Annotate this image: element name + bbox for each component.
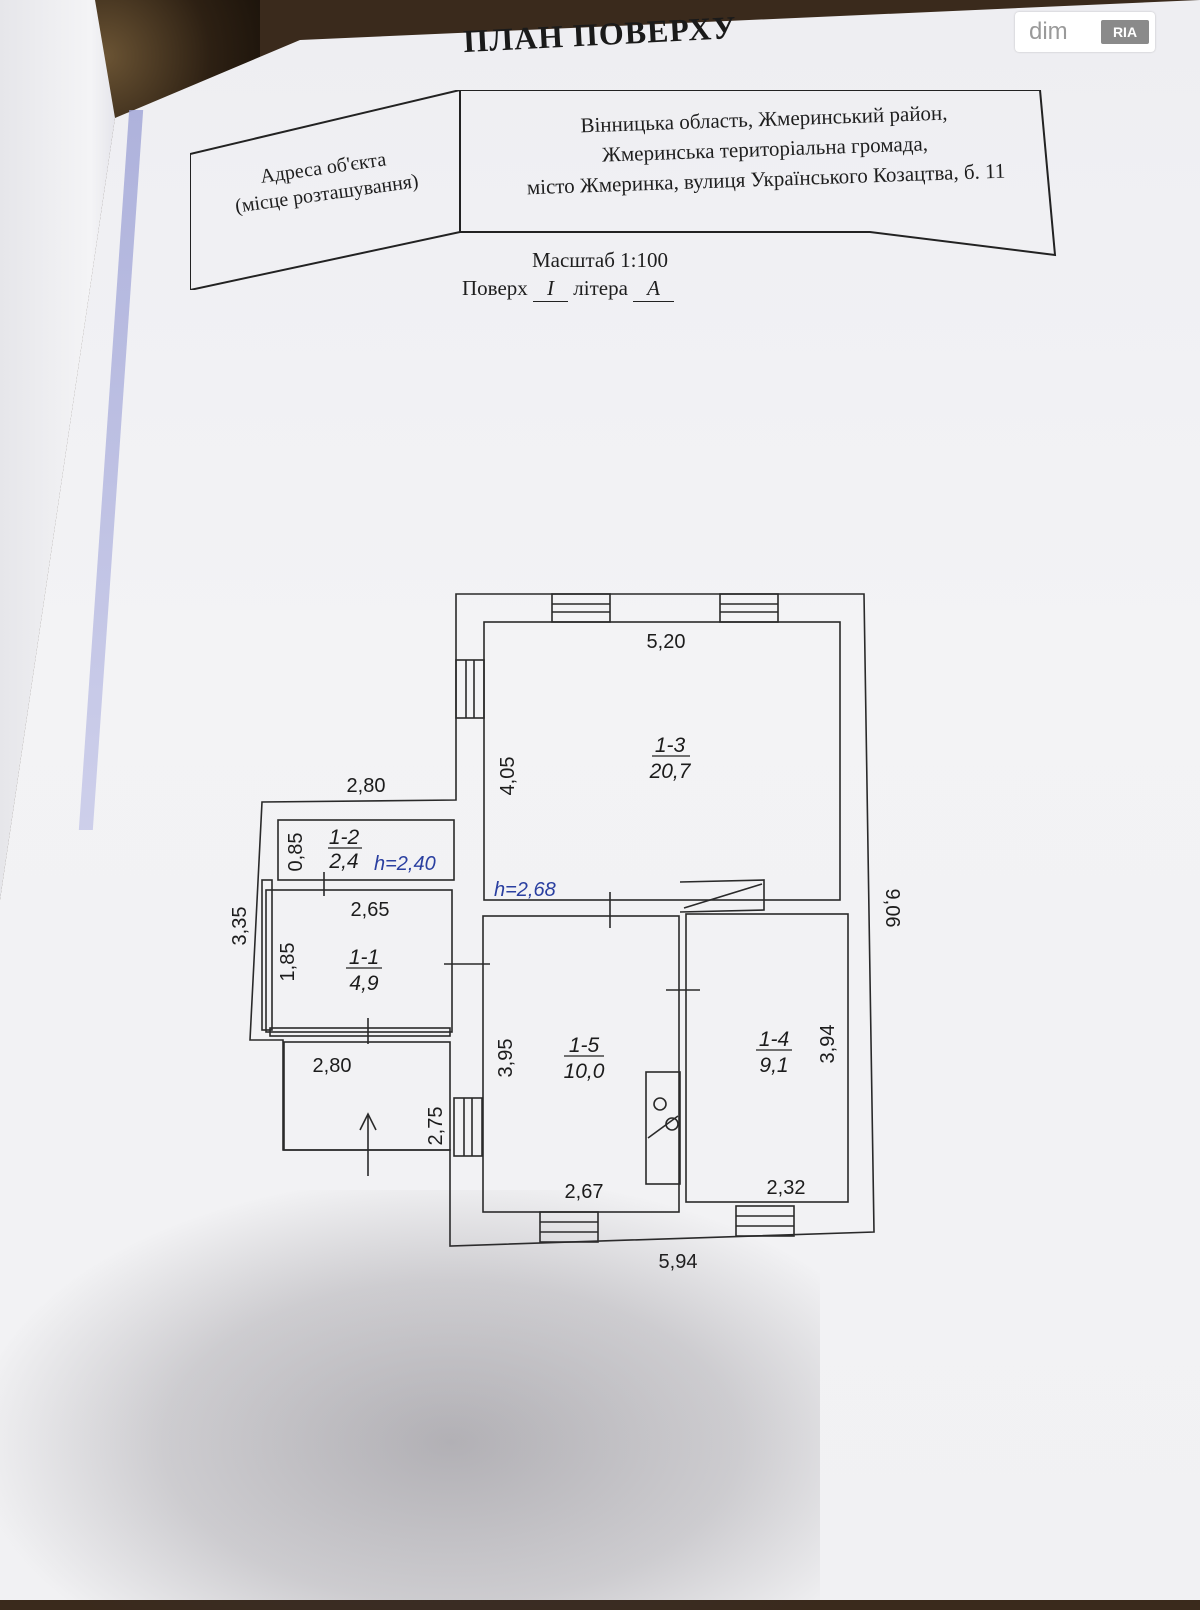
dim-2-80-top: 2,80 (347, 775, 386, 797)
entry-arrow (359, 1112, 377, 1176)
room-1-5-id: 1-5 (569, 1034, 600, 1057)
room-1-2-outline (277, 819, 455, 881)
room-1-5-area: 10,0 (564, 1060, 605, 1083)
room-1-2-id: 1-2 (329, 826, 360, 849)
dim-2-67: 2,67 (565, 1181, 604, 1203)
stove-outline (645, 1071, 681, 1185)
dim-3-94: 3,94 (817, 1025, 839, 1064)
litera-value: А (633, 276, 674, 302)
dim-5-20: 5,20 (647, 631, 686, 653)
dim-2-75: 2,75 (425, 1107, 447, 1146)
dim-2-65: 2,65 (351, 899, 390, 921)
room-1-4-outline (685, 913, 849, 1203)
door-marks (323, 872, 700, 1044)
litera-label: літера (573, 276, 628, 300)
dim-1-85: 1,85 (277, 943, 299, 982)
room-1-1-id: 1-1 (349, 946, 379, 969)
room-1-4-area: 9,1 (759, 1054, 788, 1077)
scale-label: Масштаб 1:100 (531, 248, 668, 272)
watermark-dim-text: dim (1029, 18, 1068, 45)
outer-wall (249, 593, 875, 1247)
dim-2-32: 2,32 (767, 1177, 806, 1199)
window-marks (261, 593, 795, 1243)
stair-outline (679, 879, 765, 913)
watermark-ria-logo: RIA (1101, 20, 1149, 44)
porch-outline (283, 1041, 451, 1151)
address-table-frame (190, 90, 1057, 290)
floor-label: Поверх (462, 276, 528, 300)
floor-litera-line: Поверх I літера А (462, 276, 762, 302)
height-1-3: h=2,68 (494, 879, 556, 901)
height-1-2: h=2,40 (374, 853, 436, 875)
room-1-3-outline (483, 621, 841, 901)
room-1-3-id: 1-3 (655, 734, 686, 757)
dim-4-05: 4,05 (497, 757, 519, 796)
room-1-1-area: 4,9 (349, 972, 379, 995)
room-1-2-area: 2,4 (328, 850, 358, 873)
dim-9-06: 9,06 (881, 889, 903, 928)
floor-value: I (533, 276, 569, 302)
room-1-1-outline (265, 889, 453, 1033)
dimria-watermark: dim RIA (1015, 12, 1155, 52)
room-1-3-area: 20,7 (649, 760, 692, 783)
dim-3-95: 3,95 (495, 1039, 517, 1078)
dim-2-80-bottom: 2,80 (313, 1055, 352, 1077)
dim-0-85: 0,85 (285, 833, 307, 872)
dim-5-94: 5,94 (659, 1251, 698, 1273)
room-1-4-id: 1-4 (759, 1028, 789, 1051)
dim-3-35: 3,35 (229, 907, 251, 946)
